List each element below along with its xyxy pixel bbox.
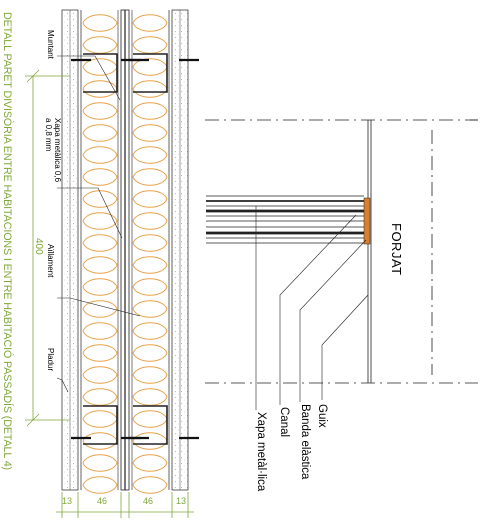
height-dimension bbox=[25, 69, 70, 427]
floor-joint-detail bbox=[205, 119, 478, 410]
dim-right-cavity: 46 bbox=[143, 496, 154, 506]
label-xapa-text: Xapa metàlica 0,6 a 0,8 mm bbox=[44, 118, 62, 183]
height-dim-label: 400 bbox=[33, 238, 44, 255]
dim-right-board: 13 bbox=[176, 496, 187, 506]
left-insulation bbox=[82, 14, 118, 494]
dim-left-board: 13 bbox=[62, 496, 73, 506]
drawing-title: DETALL PARET DIVISÒRIA ENTRE HABITACIONS… bbox=[1, 12, 13, 470]
bottom-dimension bbox=[56, 492, 194, 518]
stud-profile bbox=[133, 53, 168, 93]
label-pladur: Pladur bbox=[46, 348, 55, 372]
stud-profile bbox=[83, 405, 118, 445]
callout-guix: Guix bbox=[316, 404, 328, 428]
right-insulation bbox=[132, 14, 168, 494]
label-muntant: Muntant bbox=[46, 30, 55, 59]
dim-left-cavity: 46 bbox=[97, 496, 108, 506]
label-xapa: Xapa metàlica 0,6 a 0,8 mm bbox=[44, 118, 62, 188]
callout-xapa: Xapa metàl·lica bbox=[255, 412, 267, 492]
slab-label: FORJAT bbox=[389, 223, 404, 276]
label-aillament: Aïllament bbox=[46, 244, 55, 278]
steel-studs bbox=[71, 53, 199, 445]
stud-profile bbox=[133, 405, 168, 445]
elastic-band bbox=[363, 197, 371, 245]
callout-canal: Canal bbox=[278, 407, 290, 438]
callout-banda: Banda elàstica bbox=[299, 404, 311, 480]
stud-profile bbox=[83, 53, 118, 93]
leader-lines bbox=[56, 55, 141, 393]
